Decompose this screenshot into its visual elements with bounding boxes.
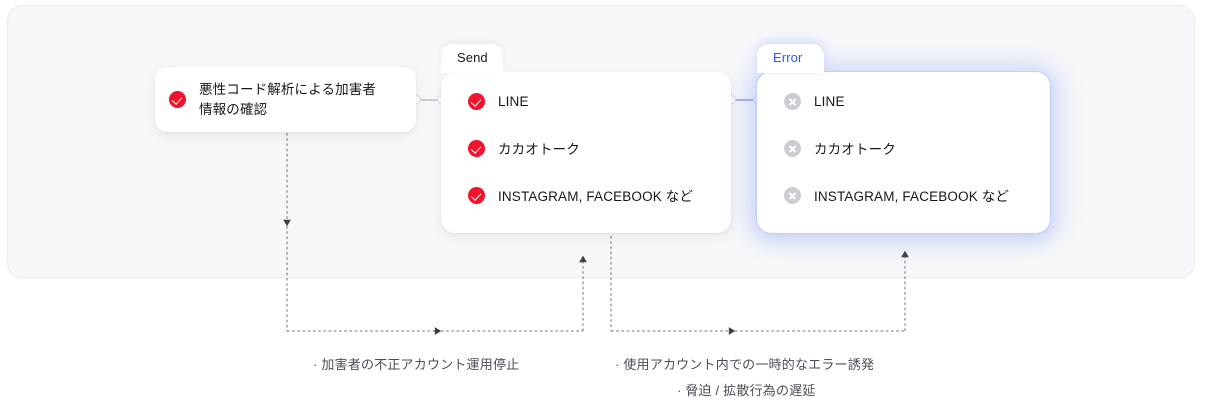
x-circle-icon (784, 186, 801, 204)
list-item[interactable]: カカオトーク (784, 138, 1050, 158)
check-circle-icon (468, 186, 485, 204)
check-circle-icon (169, 91, 186, 108)
tab-send[interactable]: Send (441, 44, 503, 73)
list-item-label: INSTAGRAM, FACEBOOK など (814, 189, 1010, 204)
list-item[interactable]: カカオトーク (468, 138, 731, 158)
list-item[interactable]: INSTAGRAM, FACEBOOK など (468, 185, 731, 205)
list-item-label: LINE (498, 93, 529, 109)
error-card[interactable]: Error LINE カカオトーク INSTAGRAM, FACEBOOK など (757, 44, 1050, 233)
tab-send-label: Send (457, 50, 488, 65)
caption-right-line1: · 使用アカウント内での一時的なエラー誘発 (615, 357, 875, 372)
list-item-label: カカオトーク (814, 142, 896, 157)
list-item-label: INSTAGRAM, FACEBOOK など (498, 189, 694, 204)
check-circle-icon (468, 139, 485, 157)
list-item-label: LINE (814, 93, 845, 109)
caption-right-line2: · 脅迫 / 拡散行為の遅延 (677, 383, 816, 398)
send-card-list: LINE カカオトーク INSTAGRAM, FACEBOOK など (441, 72, 731, 205)
send-card[interactable]: Send LINE カカオトーク INSTAGRAM, FACEBOOK など (441, 44, 731, 233)
tab-error-label: Error (773, 50, 803, 65)
x-circle-icon (784, 92, 801, 110)
error-card-list: LINE カカオトーク INSTAGRAM, FACEBOOK など (757, 72, 1050, 205)
check-circle-icon (468, 92, 485, 110)
list-item[interactable]: LINE (784, 91, 1050, 111)
note-card-text: 悪性コード解析による加害者 情報の確認 (199, 80, 376, 120)
note-card[interactable]: 悪性コード解析による加害者 情報の確認 (155, 67, 416, 132)
note-card-line1: 悪性コード解析による加害者 (199, 81, 377, 97)
x-circle-icon (784, 139, 801, 157)
list-item[interactable]: INSTAGRAM, FACEBOOK など (784, 185, 1050, 205)
note-card-line2: 情報の確認 (199, 101, 268, 117)
caption-left: · 加害者の不正アカウント運用停止 (313, 357, 520, 372)
list-item-label: カカオトーク (498, 142, 580, 157)
connector-link-note-send (420, 99, 438, 101)
list-item[interactable]: LINE (468, 91, 731, 111)
connector-link-send-error (735, 99, 754, 101)
tab-error[interactable]: Error (757, 44, 824, 73)
